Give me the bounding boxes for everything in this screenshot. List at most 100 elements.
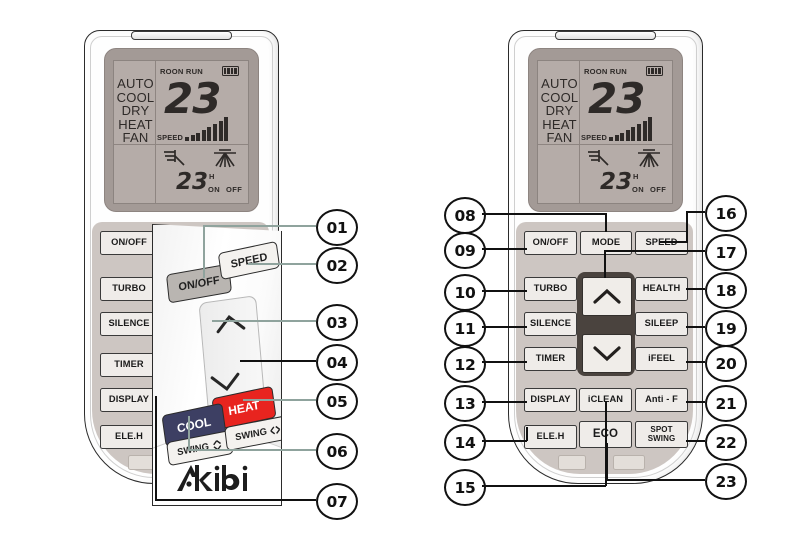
leader-04 (240, 360, 316, 362)
callout-02[interactable]: 02 (316, 247, 358, 284)
callout-01[interactable]: 01 (316, 209, 358, 246)
lcd-timer-on: ON (208, 185, 221, 194)
callout-07[interactable]: 07 (316, 483, 358, 520)
callout-15[interactable]: 15 (444, 469, 486, 506)
key-left-silence[interactable]: SILENCE (100, 312, 158, 336)
key-right-up[interactable] (582, 277, 632, 316)
battery-icon (646, 66, 663, 76)
lcd-mode-auto: AUTO (117, 76, 154, 91)
lcd-status-label: ROON RUN (160, 67, 203, 76)
callout-08[interactable]: 08 (444, 197, 486, 234)
overlay-key-swing-updown[interactable]: SWING (166, 429, 234, 467)
key-left-eleh[interactable]: ELE.H (100, 425, 158, 449)
leader-06 (188, 449, 316, 451)
leader-12 (482, 361, 527, 363)
swing-updown-arrow-icon (213, 439, 222, 450)
swing-horizontal-icon (638, 149, 660, 168)
swing-leftright-arrow-icon (270, 425, 281, 434)
key-right-onoff[interactable]: ON/OFF (524, 231, 577, 255)
callout-23[interactable]: 23 (705, 463, 747, 500)
key-right-display[interactable]: DISPLAY (524, 388, 577, 412)
lcd-mode-auto: AUTO (541, 76, 578, 91)
callout-22[interactable]: 22 (705, 424, 747, 461)
callout-03[interactable]: 03 (316, 304, 358, 341)
lcd-mode-heat: HEAT (542, 116, 577, 132)
key-right-spot-swing[interactable]: SPOT SWING (635, 421, 688, 448)
lcd-divider-vertical (155, 61, 156, 203)
callout-14[interactable]: 14 (444, 424, 486, 461)
key-left-timer[interactable]: TIMER (100, 353, 158, 377)
key-right-down[interactable] (582, 334, 632, 373)
leader-10 (482, 290, 527, 292)
leader-01 (203, 225, 316, 227)
chevron-down-icon[interactable] (209, 371, 243, 395)
callout-10[interactable]: 10 (444, 274, 486, 311)
leader-19 (686, 326, 705, 328)
overlay-key-cool-label: COOL (176, 414, 212, 436)
callout-18[interactable]: 18 (705, 272, 747, 309)
leader-01-v (203, 225, 205, 278)
leader-17-v (604, 250, 606, 278)
leader-23-v (606, 443, 608, 479)
key-right-health[interactable]: HEALTH (635, 277, 688, 301)
lcd-divider-horizontal (114, 144, 248, 145)
lcd-mode-list: AUTO COOL DRY HEAT FAN (116, 77, 155, 145)
overlay-key-swing-leftright-label: SWING (234, 425, 268, 443)
overlay-key-swing-leftright[interactable]: SWING (224, 414, 281, 452)
lcd-timer-off: OFF (650, 185, 667, 194)
key-right-blank-2[interactable] (613, 455, 645, 470)
callout-21[interactable]: 21 (705, 385, 747, 422)
leader-23 (606, 479, 705, 481)
callout-20[interactable]: 20 (705, 345, 747, 382)
leader-16b (660, 241, 687, 243)
key-right-sileep[interactable]: SILEEP (635, 312, 688, 336)
key-left-turbo[interactable]: TURBO (100, 277, 158, 301)
lcd-timer-unit: H (209, 172, 215, 181)
callout-17[interactable]: 17 (705, 234, 747, 271)
swing-vertical-icon (588, 150, 609, 166)
callout-04[interactable]: 04 (316, 344, 358, 381)
lcd-divider-vertical (579, 61, 580, 203)
overlay-key-speed[interactable]: SPEED (217, 240, 281, 281)
key-right-spot-swing-line2: SWING (647, 433, 676, 443)
leader-16 (686, 211, 705, 213)
leader-07 (155, 499, 316, 501)
callout-12[interactable]: 12 (444, 346, 486, 383)
leader-05 (243, 399, 316, 401)
callout-19[interactable]: 19 (705, 310, 747, 347)
lcd-mode-cool: COOL (540, 89, 579, 105)
lcd-set-temperature: 23 (164, 74, 221, 123)
leader-15-v (605, 401, 607, 486)
callout-16[interactable]: 16 (705, 195, 747, 232)
leader-13 (482, 401, 527, 403)
lcd-timer-off: OFF (226, 185, 243, 194)
lcd-mode-cool: COOL (116, 89, 155, 105)
key-right-ifeel[interactable]: iFEEL (635, 347, 688, 371)
chevron-up-icon[interactable] (213, 311, 247, 335)
key-right-timer[interactable]: TIMER (524, 347, 577, 371)
ir-emitter-strip-right (555, 31, 656, 40)
chevron-up-icon (593, 288, 621, 304)
key-left-onoff[interactable]: ON/OFF (100, 231, 158, 255)
leader-03 (212, 320, 316, 322)
key-right-turbo[interactable]: TURBO (524, 277, 577, 301)
key-right-eleh[interactable]: ELE.H (524, 425, 577, 449)
callout-05[interactable]: 05 (316, 383, 358, 420)
leader-22 (686, 440, 705, 442)
callout-11[interactable]: 11 (444, 310, 486, 347)
callout-06[interactable]: 06 (316, 433, 358, 470)
callout-09[interactable]: 09 (444, 232, 486, 269)
leader-21 (686, 401, 705, 403)
key-right-blank-1[interactable] (558, 455, 586, 470)
overlay-key-onoff-label: ON/OFF (177, 273, 221, 294)
leader-09 (482, 248, 527, 250)
leader-14-v (526, 427, 528, 441)
key-right-silence[interactable]: SILENCE (524, 312, 577, 336)
key-left-display[interactable]: DISPLAY (100, 388, 158, 412)
key-right-antif[interactable]: Anti - F (635, 388, 688, 412)
callout-13[interactable]: 13 (444, 385, 486, 422)
ir-emitter-strip-left (131, 31, 232, 40)
leader-17 (604, 250, 705, 252)
leader-20 (686, 361, 705, 363)
